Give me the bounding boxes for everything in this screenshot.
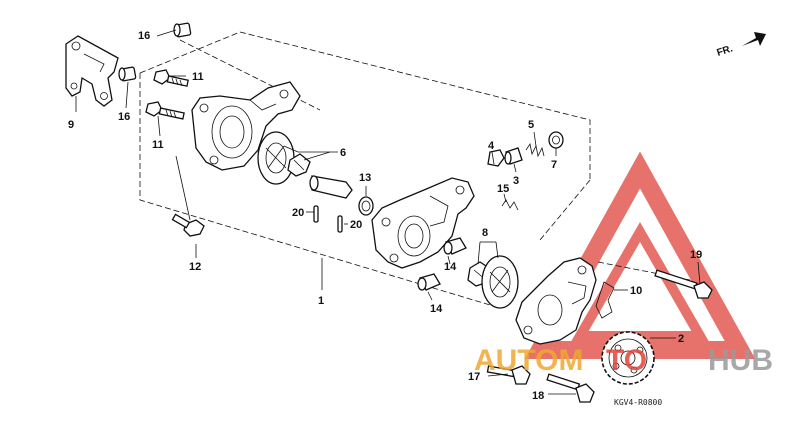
label-part-14-upper: 14 [444,261,457,273]
label-part-20-right: 20 [350,219,362,231]
leader-14-upper [447,255,451,265]
dowel-pin-part-20-right [337,215,343,233]
label-part-10: 10 [630,285,642,297]
bolt-part-11-top [153,69,189,87]
watermark-text-part2: TO [606,344,647,377]
gasket-part-10 [595,281,615,319]
label-part-15: 15 [497,183,509,195]
pump-body-right [515,257,597,345]
label-part-14-lower: 14 [430,303,443,315]
label-part-8: 8 [482,227,488,239]
leader-19 [697,261,701,285]
leader-16-left [125,81,129,109]
label-part-20-left: 20 [292,207,304,219]
relief-valve-part-4 [487,149,505,167]
label-part-13: 13 [359,172,371,184]
assembly-outline-left [139,73,491,306]
leader-15 [503,193,507,203]
collar-part-16-left [118,66,137,82]
bolt-part-19 [654,269,713,299]
leader-6-b [303,151,331,161]
label-part-17: 17 [468,371,480,383]
leader-3 [513,163,517,173]
bracket-part-9 [65,35,119,107]
label-part-16-left: 16 [118,111,130,123]
collar-part-14-upper [443,237,467,255]
label-part-9: 9 [68,119,74,131]
dowel-pin-part-20-left [313,205,319,223]
leader-4 [491,151,495,165]
label-part-11-lower: 11 [152,139,164,151]
watermark-text: AUTOM TO HUB [474,344,773,377]
arrow-icon [742,32,766,46]
collar-part-14-lower [417,273,441,291]
label-part-2: 2 [678,333,684,345]
guide-line-19 [597,261,691,281]
leader-6-a [283,145,299,153]
oil-seal-part-13 [358,196,374,216]
label-part-11-top: 11 [192,71,204,83]
watermark-text-part1: AUTOM [474,344,583,377]
label-part-4: 4 [488,140,495,152]
pump-body-middle [371,177,475,269]
front-direction-arrow: FR. [716,32,766,59]
bolt-part-12 [171,213,205,237]
spring-part-5 [525,142,545,158]
drawing-code: KGV4-R0800 [614,398,662,407]
sprocket-part-2 [601,331,655,385]
leader-8-b [495,241,499,259]
bolt-part-18 [546,373,595,403]
label-part-7: 7 [551,159,557,171]
leader-14-lower [427,291,433,301]
cap-part-7 [548,131,564,149]
watermark-text-part3: HUB [708,344,773,377]
leader-16-top [156,29,177,37]
clip-part-15 [501,199,519,211]
rotor-part-6 [257,131,295,185]
relief-valve-piston-part-3 [504,147,523,165]
outer-rotor-part-8 [481,255,519,309]
label-part-19: 19 [690,249,702,261]
assembly-outline-right [539,179,591,241]
pump-shaft [309,175,353,199]
leader-8-a [477,241,481,265]
leader-5 [533,131,537,147]
label-part-1: 1 [318,295,324,307]
leader-12-to-cover [175,155,191,221]
label-part-3: 3 [513,175,519,187]
label-part-16-top: 16 [138,30,150,42]
leader-17 [487,373,509,377]
label-part-18: 18 [532,390,544,402]
label-part-5: 5 [528,119,534,131]
bolt-part-11-lower [145,101,185,120]
svg-text:FR.: FR. [716,43,735,59]
pump-cover [191,81,301,171]
label-part-12: 12 [189,261,201,273]
collar-part-16-top [173,22,192,38]
label-part-6: 6 [340,147,346,159]
leader-11-lower [157,115,161,137]
assembly-outline-top [139,31,591,180]
